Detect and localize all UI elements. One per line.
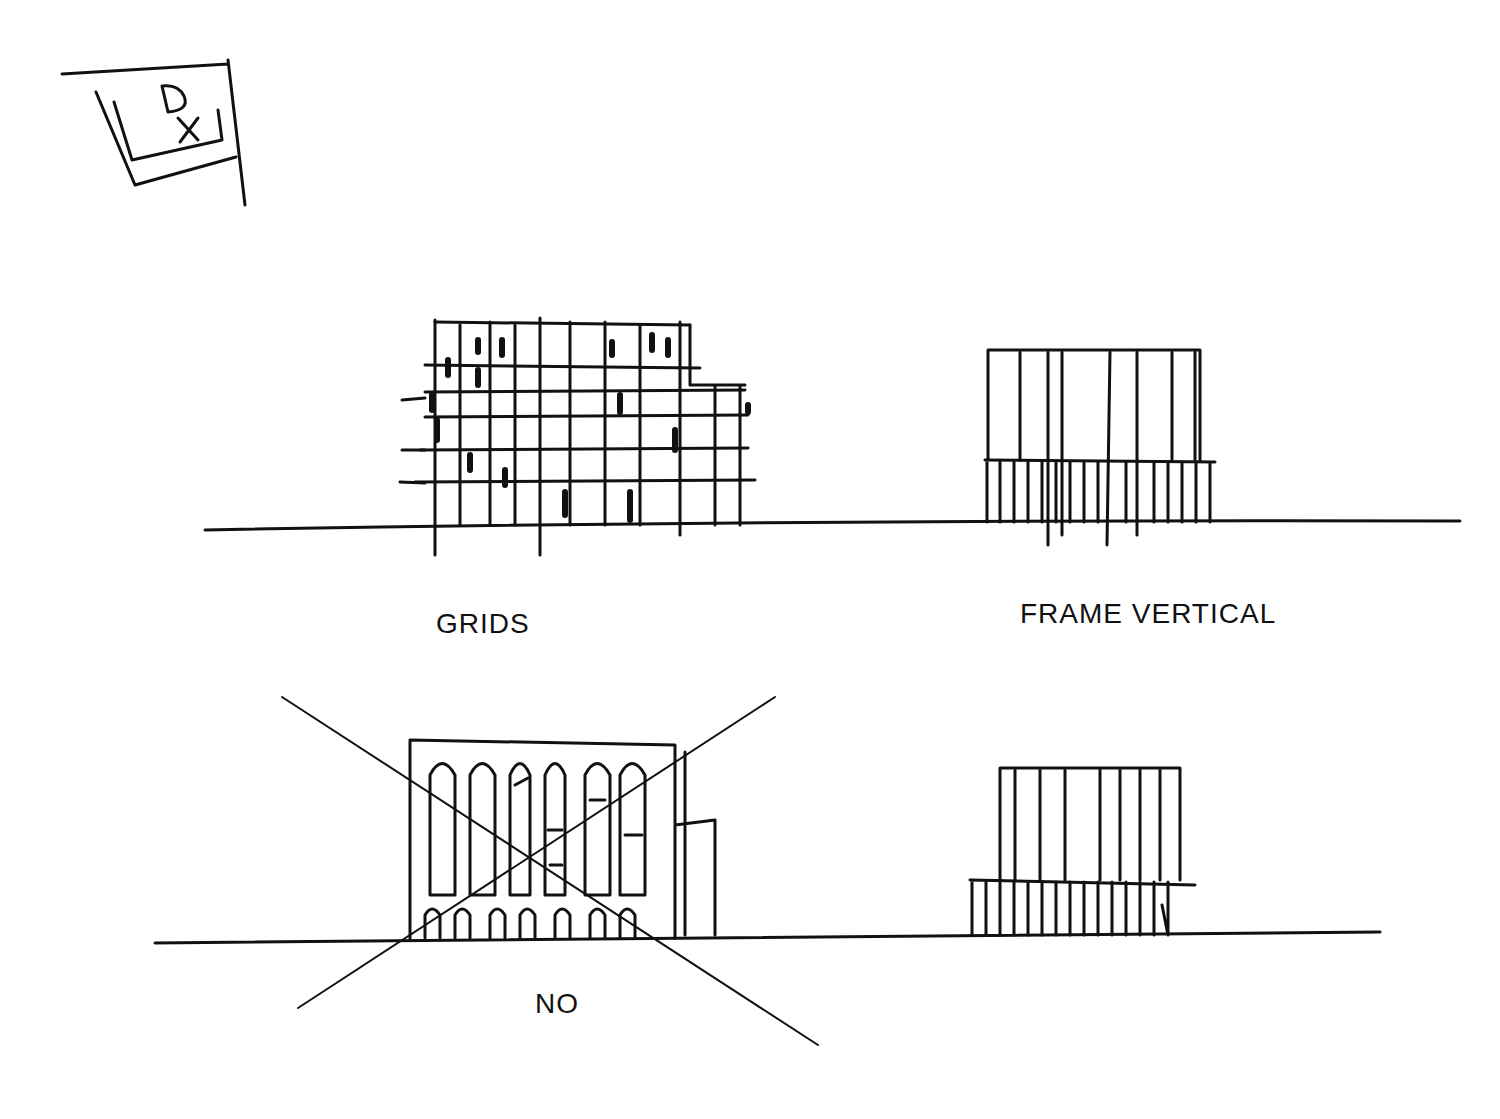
rejected-building: [282, 697, 818, 1045]
sketch-annotation: FRAME VERTICAL: [1020, 600, 1276, 628]
sketch-annotation: NO: [535, 990, 579, 1018]
logo-mark: [62, 60, 245, 205]
ground-line: [155, 932, 1380, 943]
frame-building: [985, 350, 1215, 545]
sketch-annotation: GRIDS: [436, 610, 530, 638]
ground-line: [205, 521, 1460, 530]
grid-building: [400, 318, 755, 555]
frame-building: [970, 768, 1195, 935]
